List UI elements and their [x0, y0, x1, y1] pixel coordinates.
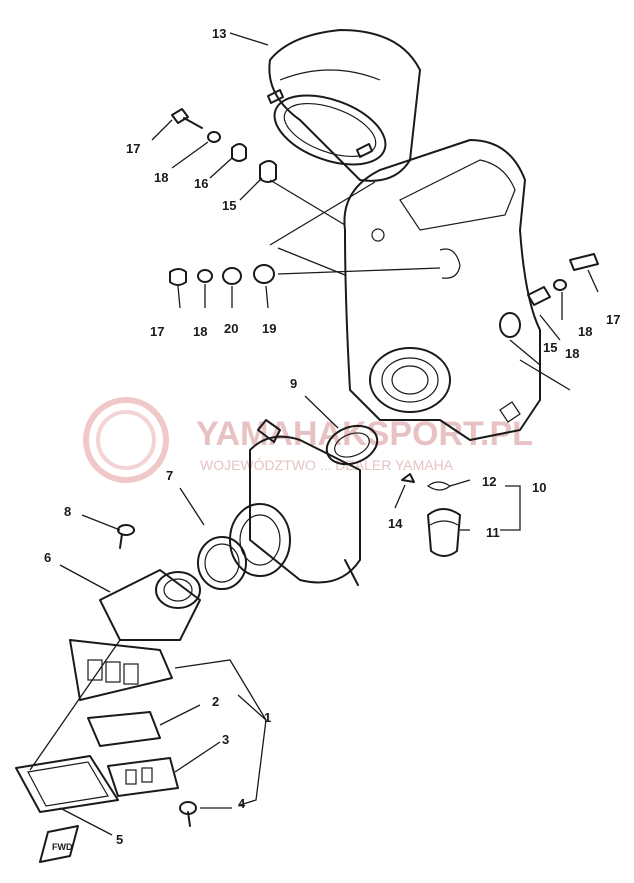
- drain-assembly: [401, 473, 461, 557]
- leader-lines: [29, 32, 599, 836]
- callout-10: 10: [532, 480, 546, 495]
- callout-3: 3: [222, 732, 229, 747]
- callout-18: 18: [565, 346, 579, 361]
- callout-2: 2: [212, 694, 219, 709]
- watermark-subtitle: WOJEWÓDZTWO ... DEALER YAMAHA: [200, 457, 454, 473]
- fastener-set-right: [499, 253, 599, 338]
- callout-7: 7: [166, 468, 173, 483]
- reed-petal-2: [87, 711, 161, 747]
- callout-18: 18: [154, 170, 168, 185]
- callout-1: 1: [264, 710, 271, 725]
- callout-9: 9: [290, 376, 297, 391]
- callout-17: 17: [606, 312, 620, 327]
- air-box: [343, 139, 541, 441]
- callout-20: 20: [224, 321, 238, 336]
- reed-stopper-3: [107, 757, 179, 797]
- gasket-5: [15, 755, 119, 813]
- callout-17: 17: [126, 141, 140, 156]
- forward-direction-tag: FWD: [39, 825, 79, 863]
- fwd-label: FWD: [52, 842, 73, 852]
- screw-8: [117, 524, 135, 549]
- callout-18: 18: [578, 324, 592, 339]
- callout-16: 16: [194, 176, 208, 191]
- callout-12: 12: [482, 474, 496, 489]
- callout-19: 19: [262, 321, 276, 336]
- callout-8: 8: [64, 504, 71, 519]
- callout-15: 15: [543, 340, 557, 355]
- watermark: YAMAHAKSPORT.PL WOJEWÓDZTWO ... DEALER Y…: [83, 397, 533, 483]
- reed-valve-block: [69, 639, 173, 701]
- callout-labels: 13 17 18 16 15 17 18 20 19 18 17 15 18 9…: [44, 26, 620, 847]
- fastener-set-middle: [169, 264, 275, 286]
- callout-6: 6: [44, 550, 51, 565]
- callout-5: 5: [116, 832, 123, 847]
- air-duct-cover: [267, 29, 421, 182]
- callout-15: 15: [222, 198, 236, 213]
- fastener-set-upper: [171, 108, 277, 183]
- callout-13: 13: [212, 26, 226, 41]
- callout-11: 11: [486, 525, 500, 540]
- intake-manifold-6: [99, 569, 201, 641]
- carburetor: [229, 419, 361, 586]
- watermark-logo: [83, 397, 169, 483]
- callout-17: 17: [150, 324, 164, 339]
- callout-14: 14: [388, 516, 403, 531]
- hose-clamp-7: [197, 536, 247, 590]
- callout-18: 18: [193, 324, 207, 339]
- callout-4: 4: [238, 796, 246, 811]
- screw-4: [179, 801, 197, 827]
